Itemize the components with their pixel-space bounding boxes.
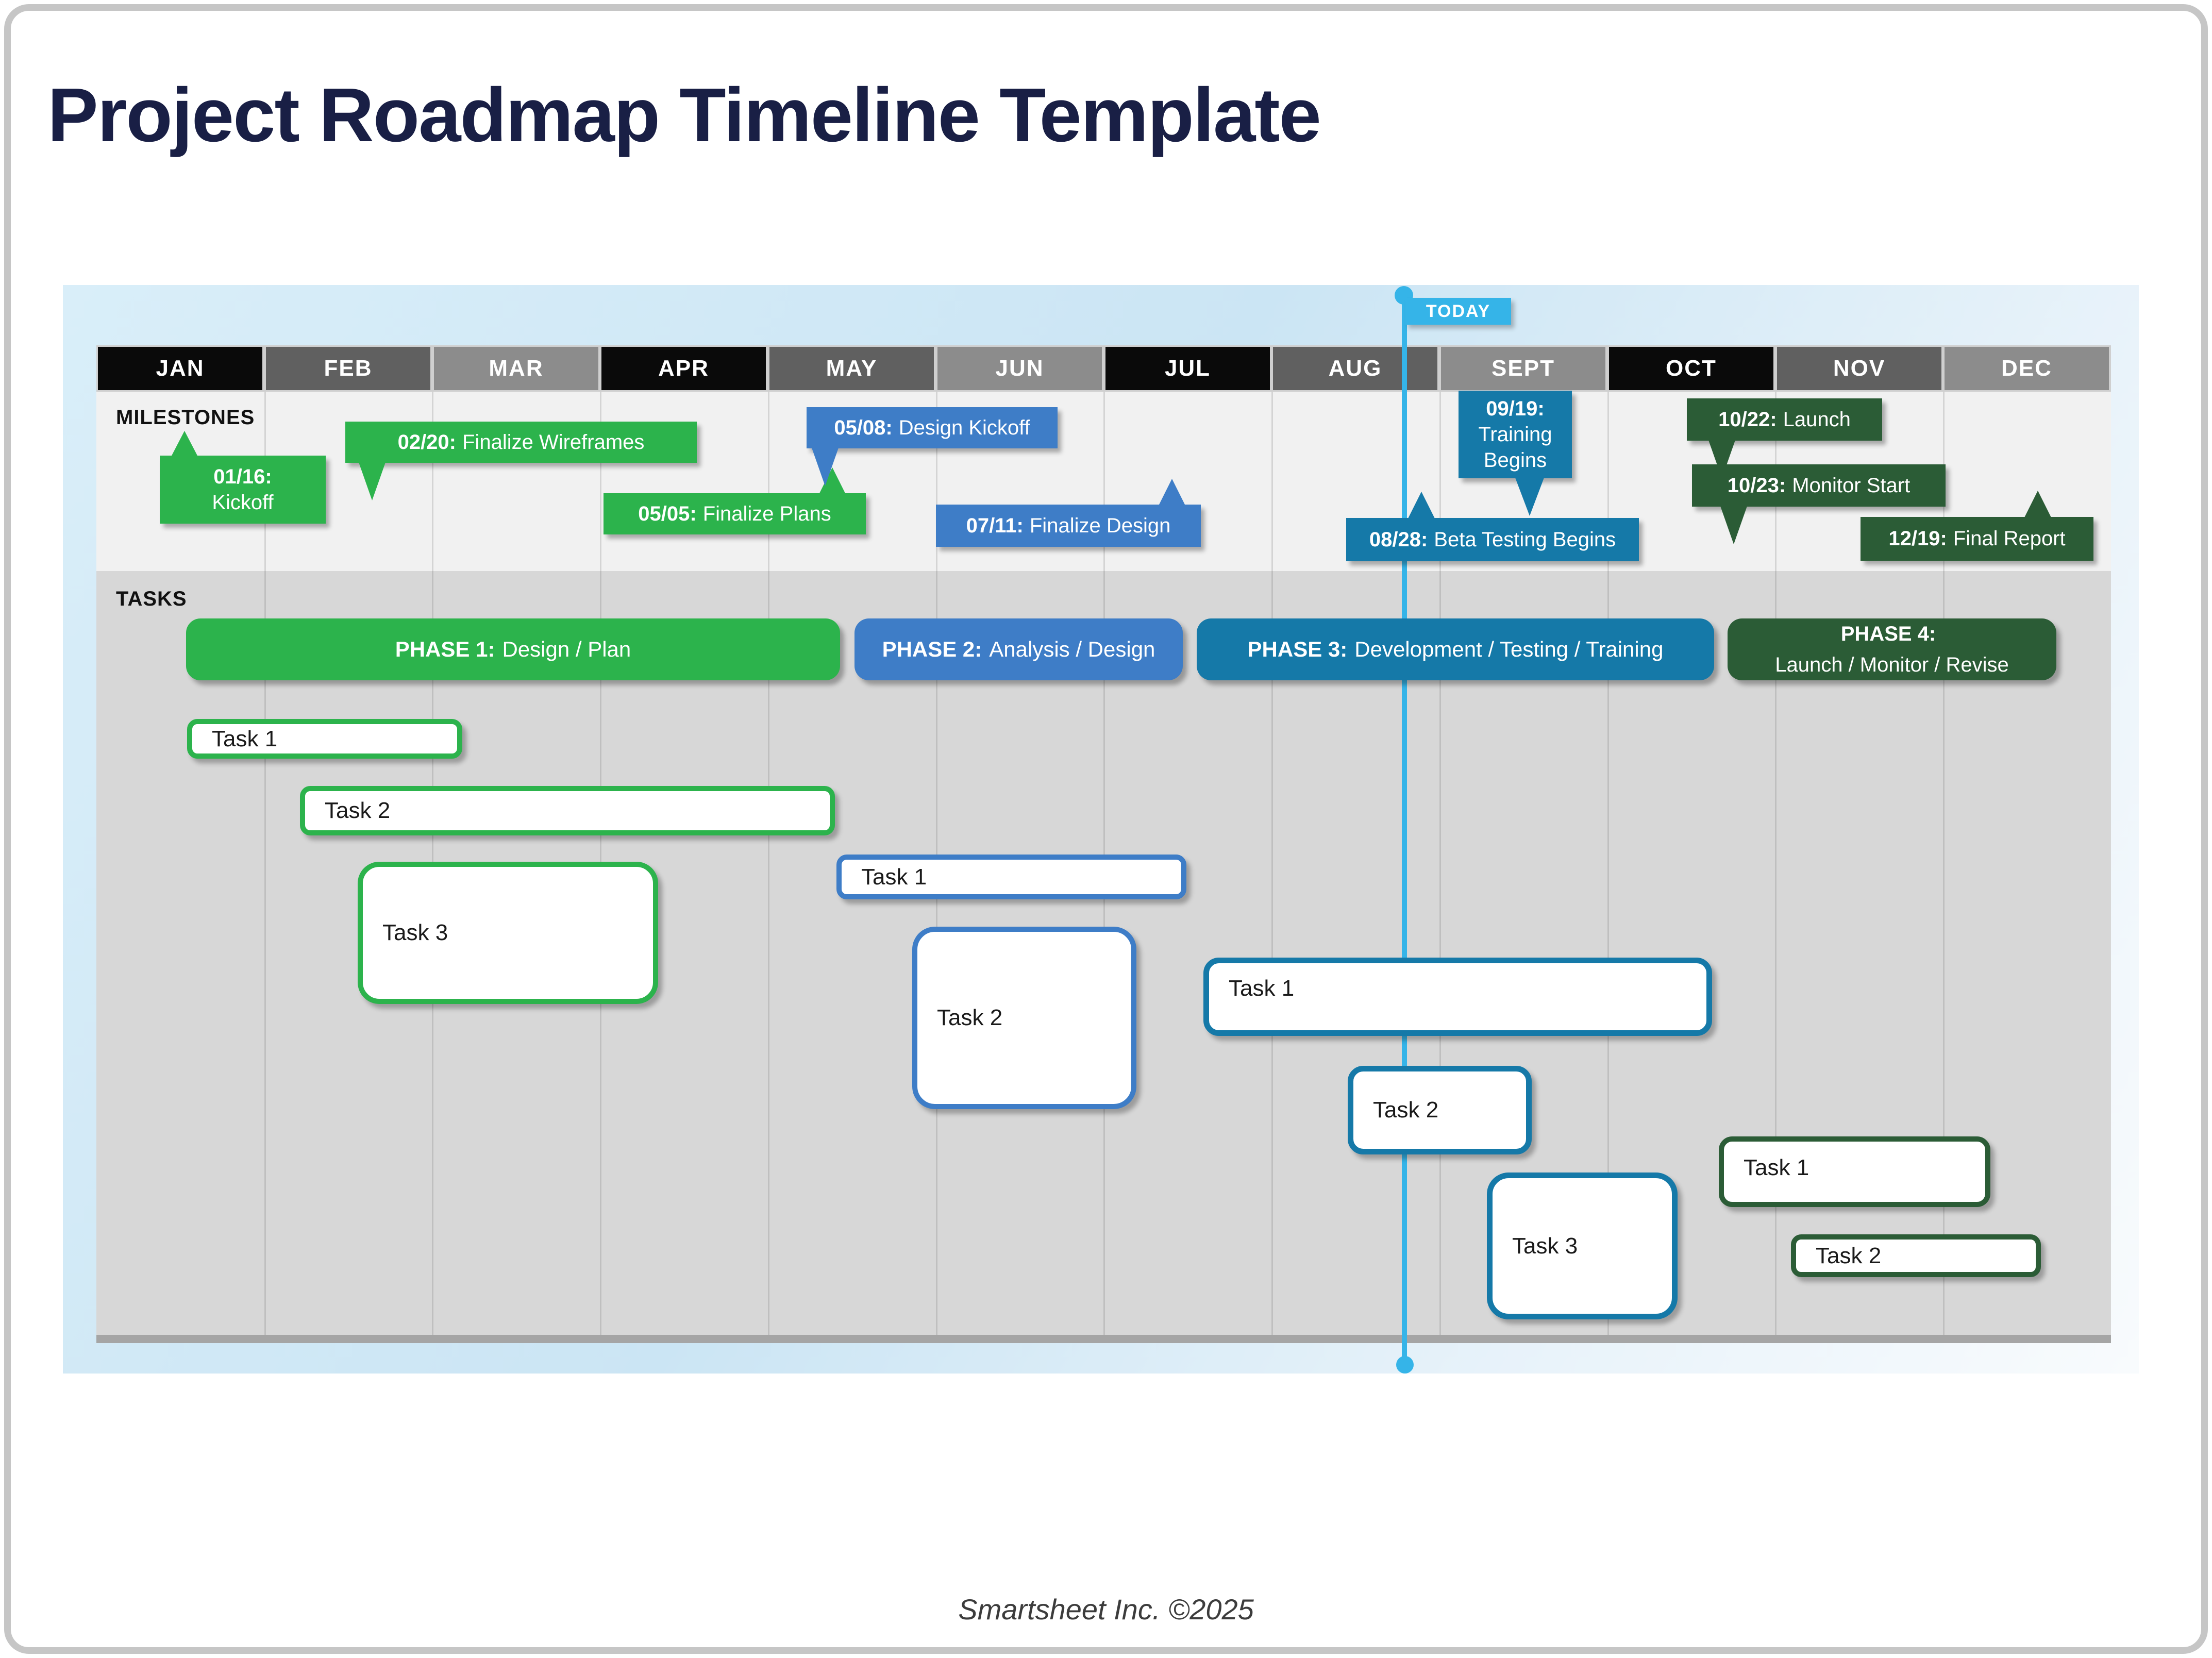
phase-desc: Design / Plan [502, 637, 631, 661]
footer-copyright: Smartsheet Inc. ©2025 [958, 1593, 1254, 1626]
month-cell-apr: APR [601, 347, 766, 390]
month-header-row [96, 345, 2111, 392]
milestone-pointer-icon [1408, 492, 1435, 518]
month-cell-aug: AUG [1273, 347, 1437, 390]
phase-name: PHASE 4: [1840, 623, 1936, 645]
milestone-beta-testing-begins[interactable]: 08/28: Beta Testing Begins [1346, 492, 1639, 561]
phase1-task1-box[interactable]: Task 1 [187, 719, 462, 759]
milestone-date: 05/08: [834, 416, 893, 439]
today-label: TODAY [1426, 301, 1491, 321]
phase2-task1-box[interactable]: Task 1 [836, 855, 1186, 899]
phase3-task1-box[interactable]: Task 1 [1203, 958, 1712, 1036]
milestone-label: Finalize Plans [702, 502, 831, 525]
milestone-pointer-icon [171, 431, 198, 457]
phase-name: PHASE 2: [882, 637, 982, 661]
month-gridline [264, 392, 266, 1335]
milestone-date: 10/23: [1727, 474, 1786, 497]
month-gridline [1271, 392, 1273, 1335]
milestone-label: Design Kickoff [898, 416, 1030, 439]
milestone-label: Final Report [1953, 527, 2066, 550]
milestone-finalize-plans[interactable]: 05/05: Finalize Plans [604, 467, 866, 534]
phase-name: PHASE 1: [395, 637, 495, 661]
milestone-pointer-icon [1720, 506, 1747, 544]
milestone-date: 02/20: [397, 430, 456, 454]
milestone-label: Finalize Design [1029, 514, 1171, 537]
phase-name: PHASE 3: [1247, 637, 1348, 661]
month-cell-sept: SEPT [1441, 347, 1605, 390]
milestone-date: 10/22: [1718, 408, 1777, 431]
month-gridline [768, 392, 769, 1335]
milestone-monitor-start[interactable]: 10/23: Monitor Start [1692, 464, 1946, 544]
month-cell-jun: JUN [937, 347, 1102, 390]
milestone-pointer-icon [812, 448, 839, 486]
phase-4-bar[interactable]: PHASE 4: Launch / Monitor / Revise [1728, 618, 2056, 680]
milestone-date: 09/19: [1486, 397, 1545, 420]
month-gridline [1943, 392, 1945, 1335]
phase-2-bar[interactable]: PHASE 2: Analysis / Design [854, 618, 1183, 680]
milestone-finalize-design[interactable]: 07/11: Finalize Design [936, 479, 1201, 547]
milestone-label: Launch [1783, 408, 1851, 431]
milestones-section-label: MILESTONES [116, 406, 255, 429]
today-flag[interactable]: TODAY [1405, 298, 1511, 325]
milestone-finalize-wireframes[interactable]: 02/20: Finalize Wireframes [345, 422, 697, 500]
milestone-date: 07/11: [966, 514, 1024, 537]
milestone-label: Monitor Start [1792, 474, 1911, 497]
milestone-label: Beta Testing Begins [1434, 528, 1616, 551]
milestone-label: Kickoff [212, 491, 274, 514]
milestone-pointer-icon [1515, 478, 1544, 516]
milestone-final-report[interactable]: 12/19: Final Report [1861, 491, 2093, 561]
month-gridline [1607, 392, 1609, 1335]
milestone-date: 05/05: [638, 502, 697, 525]
milestone-label: Finalize Wireframes [462, 430, 645, 454]
phase4-task1-box[interactable]: Task 1 [1719, 1136, 1990, 1207]
today-line [1402, 287, 1407, 1365]
page-title: Project Roadmap Timeline Template [47, 73, 1321, 158]
milestone-pointer-icon [1159, 479, 1185, 506]
month-cell-may: MAY [769, 347, 934, 390]
month-cell-mar: MAR [434, 347, 598, 390]
phase3-task2-box[interactable]: Task 2 [1348, 1066, 1532, 1154]
month-cell-jul: JUL [1105, 347, 1270, 390]
phase1-task3-box[interactable]: Task 3 [358, 862, 658, 1004]
phase-desc: Development / Testing / Training [1354, 637, 1664, 661]
phase1-task2-box[interactable]: Task 2 [300, 786, 835, 835]
phase-desc: Launch / Monitor / Revise [1775, 654, 2009, 676]
milestone-kickoff[interactable]: 01/16: Kickoff [160, 431, 326, 524]
milestone-label: Training Begins [1478, 423, 1552, 472]
tasks-section-label: TASKS [116, 588, 187, 610]
phase-desc: Analysis / Design [989, 637, 1155, 661]
month-cell-feb: FEB [266, 347, 430, 390]
milestone-launch[interactable]: 10/22: Launch [1687, 398, 1882, 478]
milestone-design-kickoff[interactable]: 05/08: Design Kickoff [807, 407, 1058, 486]
milestone-date: 01/16: [213, 465, 272, 488]
month-gridline [1775, 392, 1777, 1335]
phase-3-bar[interactable]: PHASE 3: Development / Testing / Trainin… [1197, 618, 1714, 680]
milestone-date: 08/28: [1369, 528, 1428, 551]
milestone-training-begins[interactable]: 09/19: Training Begins [1459, 391, 1572, 516]
month-cell-nov: NOV [1777, 347, 1941, 390]
month-cell-dec: DEC [1945, 347, 2109, 390]
today-line-dot [1396, 1356, 1414, 1374]
phase-1-bar[interactable]: PHASE 1: Design / Plan [186, 618, 840, 680]
month-cell-jan: JAN [98, 347, 262, 390]
milestone-date: 12/19: [1888, 527, 1947, 550]
phase2-task2-box[interactable]: Task 2 [912, 927, 1136, 1109]
phase4-task2-box[interactable]: Task 2 [1791, 1234, 2041, 1277]
phase3-task3-box[interactable]: Task 3 [1487, 1173, 1678, 1319]
milestone-pointer-icon [359, 462, 386, 500]
month-cell-oct: OCT [1609, 347, 1773, 390]
milestone-pointer-icon [2024, 491, 2051, 517]
month-gridline [1439, 392, 1441, 1335]
